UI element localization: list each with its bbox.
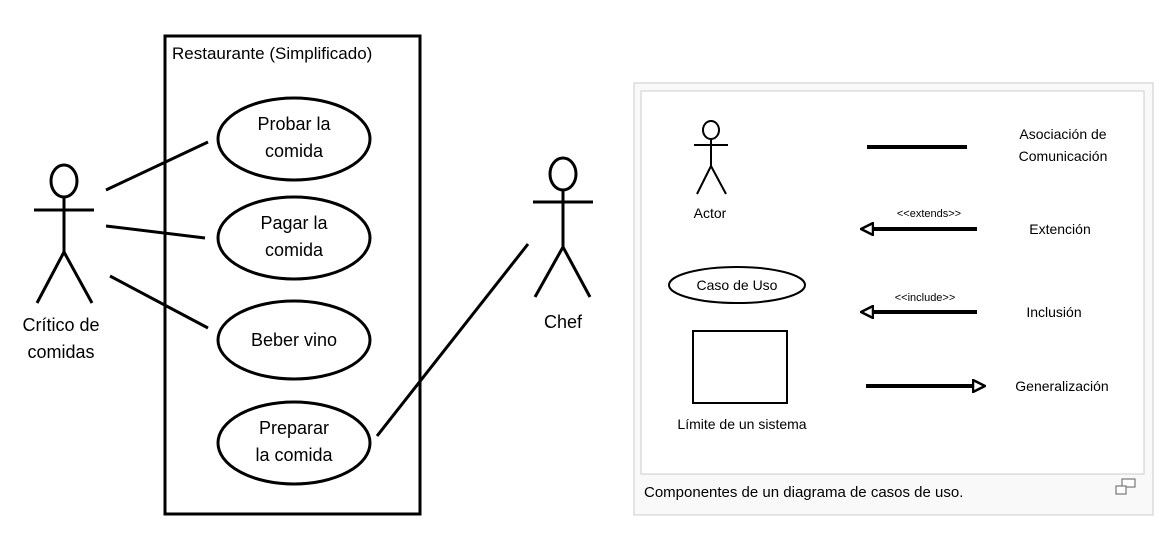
actor-chef: [533, 156, 593, 298]
association-chef-preparar: [375, 243, 530, 437]
enlarge-icon[interactable]: [1115, 478, 1136, 495]
system-title: Restaurante (Simplificado): [172, 44, 372, 63]
legend-system-limit-icon: [692, 330, 788, 404]
legend-actor-label: Actor: [694, 205, 727, 221]
use-case-pagar-line1: Pagar la: [260, 213, 328, 233]
actor-critico-head: [49, 163, 79, 199]
legend-caption: Componentes de un diagrama de casos de u…: [644, 484, 963, 501]
use-case-preparar-line1: Preparar: [259, 418, 329, 438]
use-case-preparar-line2: la comida: [255, 445, 333, 465]
use-case-probar-line2: comida: [265, 141, 324, 161]
legend-generalization-label: Generalización: [1015, 378, 1108, 394]
actor-chef-label: Chef: [544, 312, 583, 332]
use-case-pagar-line2: comida: [265, 240, 324, 260]
use-case-pagar: [216, 195, 372, 281]
use-case-probar-line1: Probar la: [257, 114, 331, 134]
actor-chef-head: [548, 156, 578, 192]
legend-use-case-label: Caso de Uso: [697, 277, 778, 293]
legend-actor-icon: [694, 120, 728, 195]
legend-inclusion-label: Inclusión: [1026, 304, 1081, 320]
legend-extension-label: Extención: [1029, 221, 1090, 237]
legend-use-case-icon: [668, 266, 806, 304]
use-case-beber-label: Beber vino: [251, 330, 337, 350]
use-case-preparar: [216, 400, 372, 486]
use-case-probar: [216, 96, 372, 182]
actor-critico-label-line1: Crítico de: [22, 315, 99, 335]
legend-include-stereotype: <<include>>: [895, 292, 956, 304]
association-critico-pagar: [105, 224, 206, 240]
association-critico-beber: [109, 274, 209, 330]
system-boundary: [163, 34, 422, 516]
actor-critico: [34, 163, 94, 304]
legend-association-label-line1: Asociación de: [1019, 126, 1106, 142]
legend-extends-stereotype: <<extends>>: [897, 208, 961, 220]
legend-system-limit-label: Límite de un sistema: [677, 416, 806, 432]
use-case-beber: [216, 299, 372, 381]
legend-association-label-line2: Comunicación: [1019, 148, 1108, 164]
actor-critico-label-line2: comidas: [27, 342, 94, 362]
association-critico-probar: [105, 140, 209, 192]
